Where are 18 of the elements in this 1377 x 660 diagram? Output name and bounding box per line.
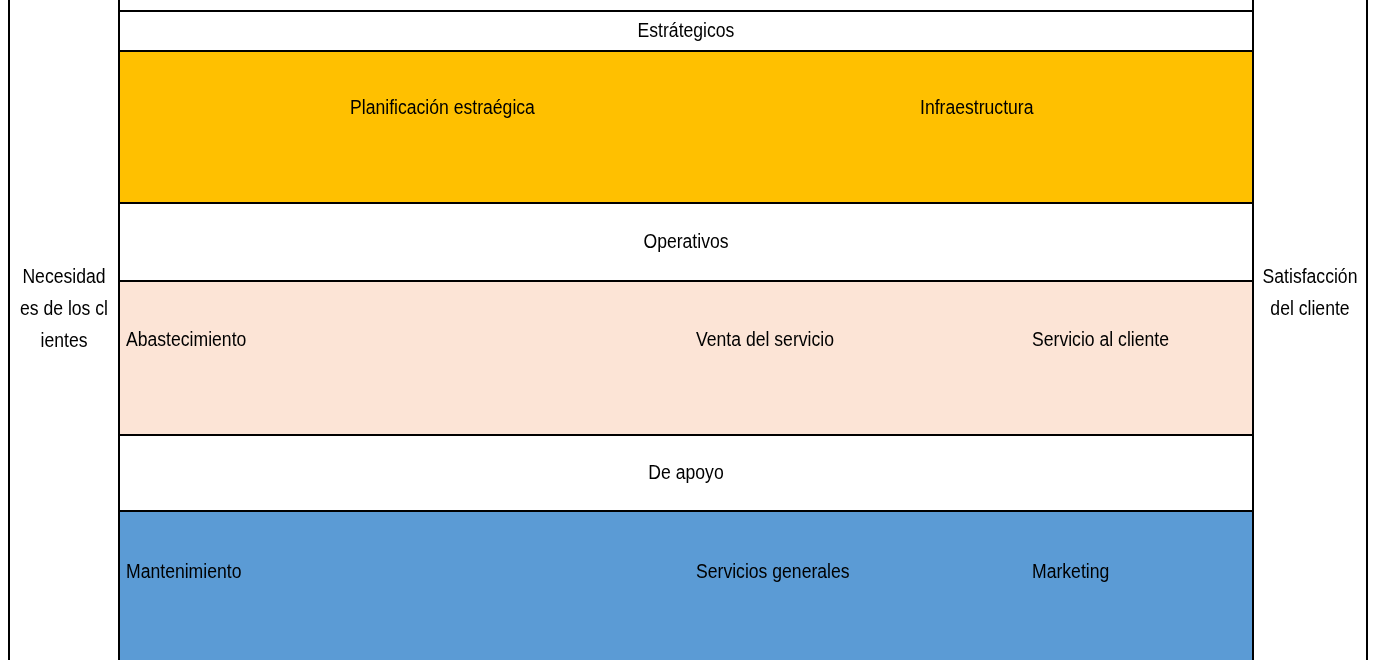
side-column (8, 0, 120, 660)
section-title: De apoyo (647, 461, 725, 484)
process-band (118, 280, 1254, 436)
process-label: Venta del servicio (696, 328, 834, 351)
section-title: Estrátegicos (636, 19, 736, 42)
side-column (1252, 0, 1368, 660)
section-title: Operativos (642, 230, 730, 253)
process-label: Infraestructura (920, 96, 1034, 119)
side-label: Necesidades de los clientes (18, 264, 110, 353)
process-label: Mantenimiento (126, 560, 242, 583)
process-label: Planificación estraégica (350, 96, 535, 119)
process-label: Marketing (1032, 560, 1110, 583)
process-label: Servicios generales (696, 560, 850, 583)
process-label: Servicio al cliente (1032, 328, 1169, 351)
process-band (118, 510, 1254, 660)
process-band (118, 50, 1254, 204)
side-label: Satisfacción del cliente (1261, 264, 1359, 321)
process-label: Abastecimiento (126, 328, 247, 351)
